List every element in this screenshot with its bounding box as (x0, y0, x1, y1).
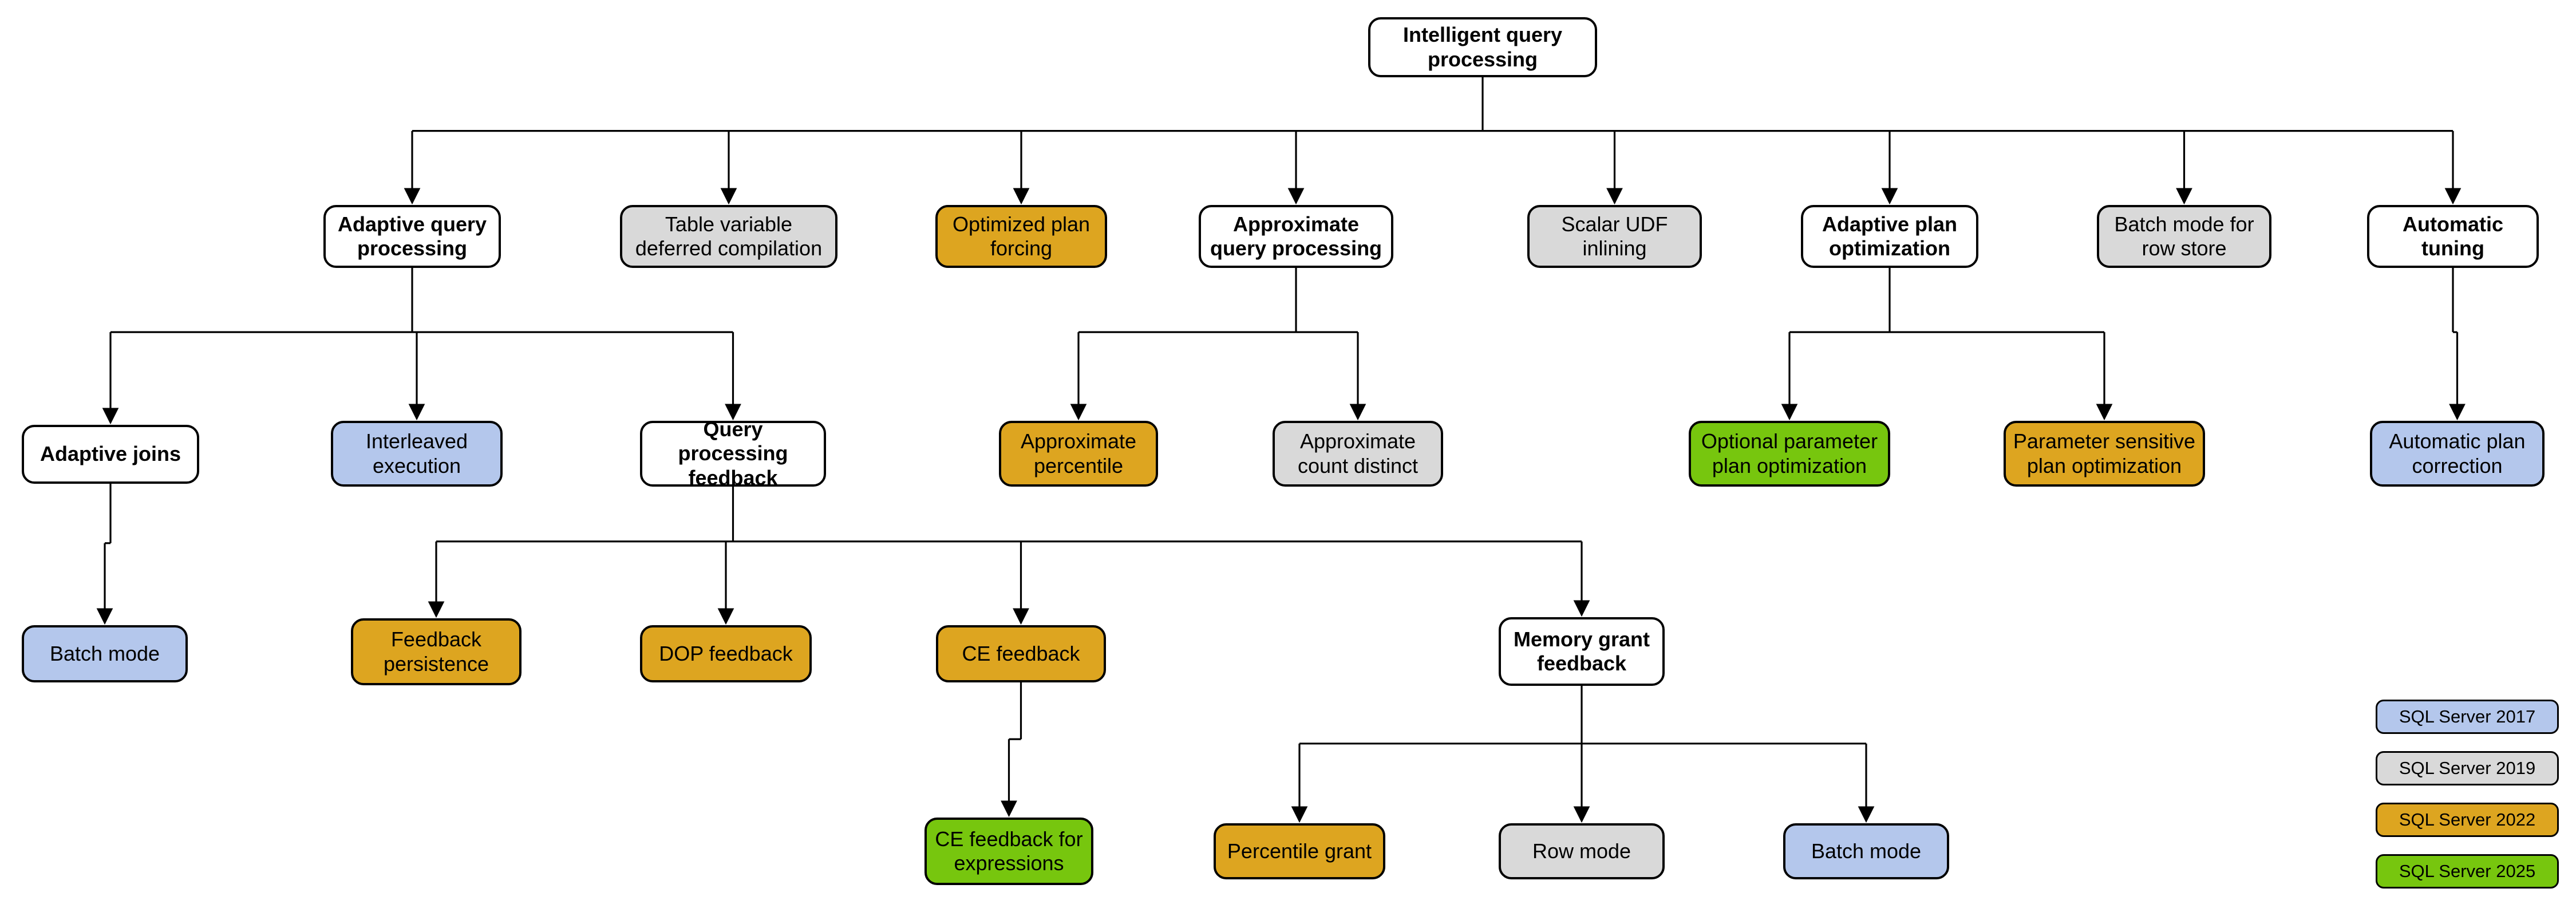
node-root[interactable]: Intelligent query processing (1368, 17, 1597, 77)
node-optimized-plan-forcing[interactable]: Optimized plan forcing (935, 205, 1107, 268)
node-adaptive-joins[interactable]: Adaptive joins (22, 425, 199, 484)
node-automatic-tuning[interactable]: Automatic tuning (2367, 205, 2539, 268)
node-label: Table variable deferred compilation (635, 212, 823, 260)
node-dop-feedback[interactable]: DOP feedback (640, 625, 812, 682)
node-approximate-count-distinct[interactable]: Approximate count distinct (1273, 421, 1443, 487)
node-adaptive-plan-optimization[interactable]: Adaptive plan optimization (1801, 205, 1978, 268)
node-label: CE feedback (962, 641, 1080, 665)
node-label: Query processing feedback (678, 417, 788, 489)
legend-label: SQL Server 2022 (2399, 810, 2536, 830)
node-label: Feedback persistence (383, 627, 489, 676)
node-ce-feedback-for-expressions[interactable]: CE feedback for expressions (924, 818, 1093, 885)
node-label: Scalar UDF inlining (1561, 212, 1668, 260)
node-label: DOP feedback (659, 641, 793, 665)
node-label: Approximate count distinct (1297, 429, 1419, 477)
node-label: Adaptive query processing (337, 212, 487, 260)
node-label: Approximate query processing (1210, 212, 1382, 260)
legend-sql-server-2019: SQL Server 2019 (2376, 751, 2559, 785)
node-feedback-persistence[interactable]: Feedback persistence (351, 618, 521, 685)
legend-sql-server-2017: SQL Server 2017 (2376, 700, 2559, 734)
legend-sql-server-2022: SQL Server 2022 (2376, 803, 2559, 837)
node-label: Optional parameter plan optimization (1701, 429, 1878, 477)
node-label: Parameter sensitive plan optimization (2013, 429, 2196, 477)
node-label: Interleaved execution (365, 429, 468, 477)
node-batch-mode-memory-grant[interactable]: Batch mode (1783, 823, 1949, 879)
node-ce-feedback[interactable]: CE feedback (936, 625, 1106, 682)
node-label: Row mode (1532, 839, 1631, 863)
node-label: Approximate percentile (1020, 429, 1137, 477)
node-label: Adaptive plan optimization (1822, 212, 1958, 260)
node-table-variable-deferred-compilation[interactable]: Table variable deferred compilation (620, 205, 837, 268)
node-adaptive-query-processing[interactable]: Adaptive query processing (323, 205, 501, 268)
node-percentile-grant[interactable]: Percentile grant (1214, 823, 1385, 879)
node-query-processing-feedback[interactable]: Query processing feedback (640, 417, 826, 489)
legend-label: SQL Server 2017 (2399, 706, 2536, 727)
node-optional-parameter-plan-optimization[interactable]: Optional parameter plan optimization (1689, 421, 1890, 487)
node-approximate-percentile[interactable]: Approximate percentile (999, 421, 1158, 487)
node-label: Automatic tuning (2402, 212, 2503, 260)
node-label: Optimized plan forcing (952, 212, 1091, 260)
node-memory-grant-feedback[interactable]: Memory grant feedback (1499, 617, 1665, 686)
node-label: Memory grant feedback (1513, 627, 1650, 675)
node-parameter-sensitive-plan-optimization[interactable]: Parameter sensitive plan optimization (2004, 421, 2205, 487)
node-automatic-plan-correction[interactable]: Automatic plan correction (2370, 421, 2545, 487)
node-batch-mode-for-row-store[interactable]: Batch mode for row store (2097, 205, 2271, 268)
node-label: Batch mode for row store (2114, 212, 2254, 260)
node-label: Intelligent query processing (1402, 23, 1563, 71)
node-batch-mode-adaptive-joins[interactable]: Batch mode (22, 625, 188, 682)
legend-sql-server-2025: SQL Server 2025 (2376, 854, 2559, 889)
legend-label: SQL Server 2019 (2399, 758, 2536, 778)
node-interleaved-execution[interactable]: Interleaved execution (331, 421, 503, 487)
node-scalar-udf-inlining[interactable]: Scalar UDF inlining (1527, 205, 1702, 268)
node-label: CE feedback for expressions (935, 827, 1083, 875)
node-row-mode[interactable]: Row mode (1499, 823, 1665, 879)
node-label: Percentile grant (1227, 839, 1372, 863)
node-label: Batch mode (1811, 839, 1922, 863)
node-approximate-query-processing[interactable]: Approximate query processing (1199, 205, 1393, 268)
node-label: Batch mode (49, 641, 160, 665)
node-label: Automatic plan correction (2389, 429, 2526, 477)
node-label: Adaptive joins (39, 442, 181, 466)
legend-label: SQL Server 2025 (2399, 861, 2536, 881)
